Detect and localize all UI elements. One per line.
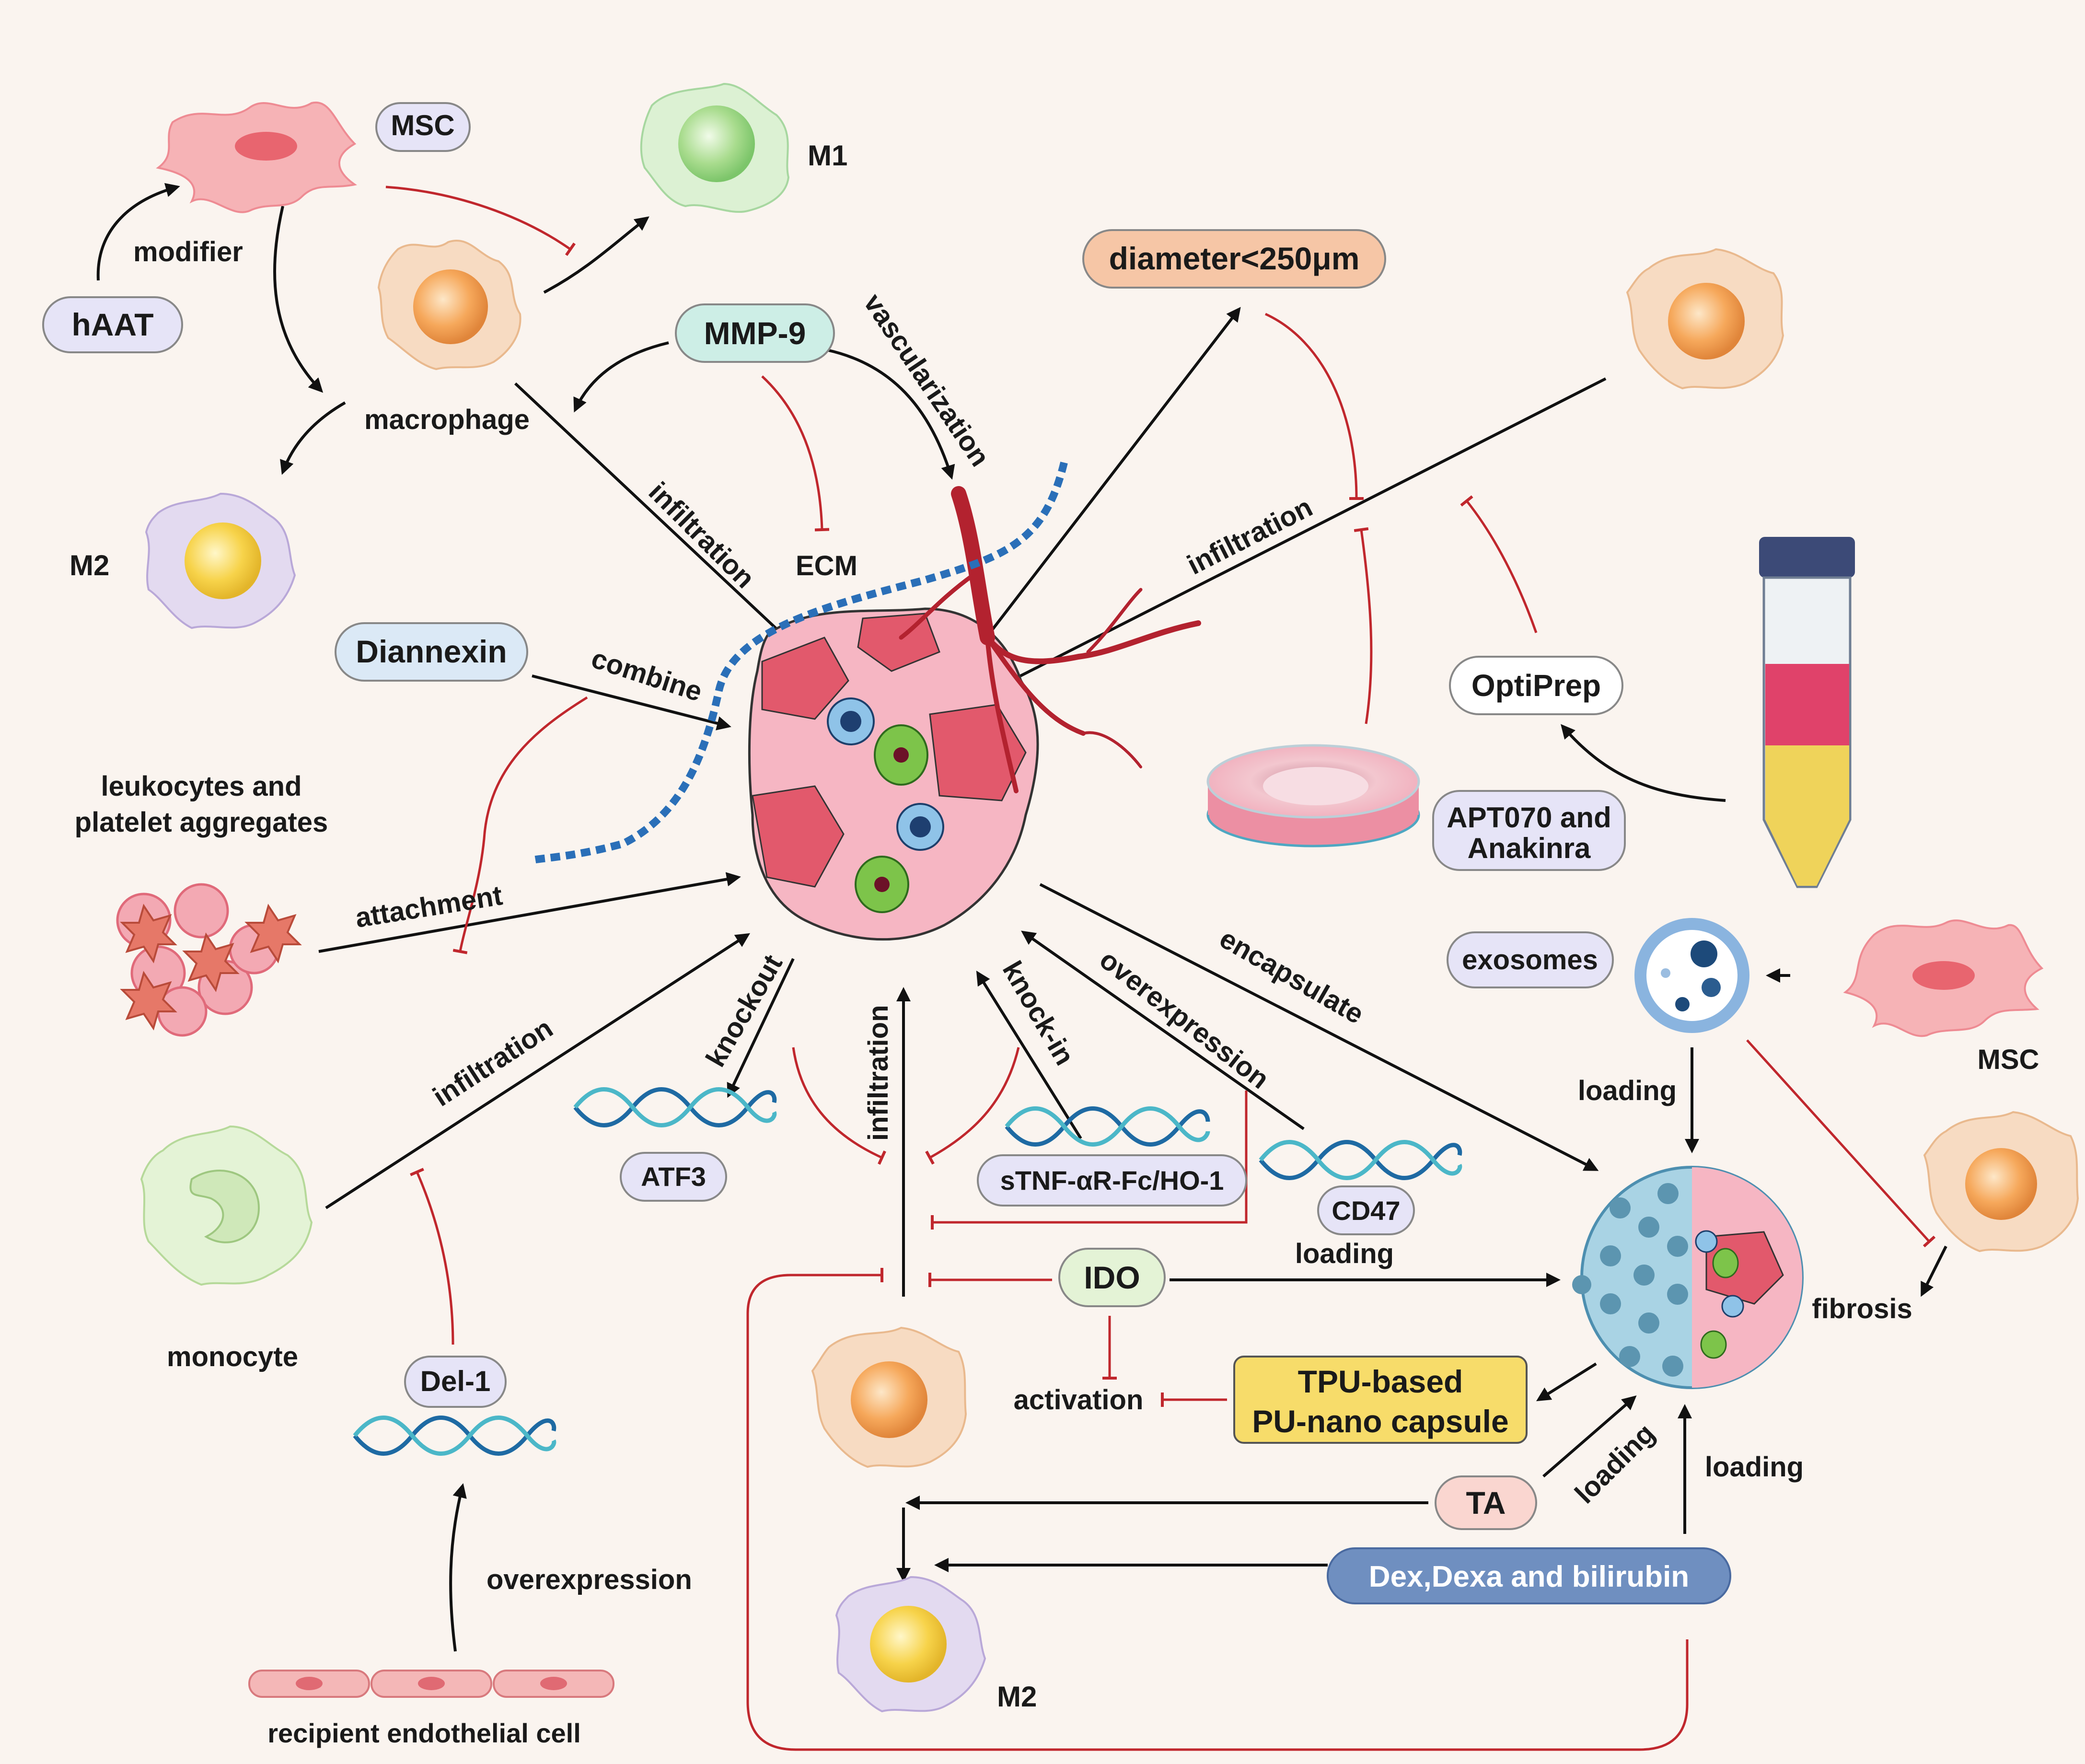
label-loading-cd47: loading <box>1295 1238 1394 1269</box>
pill-tpu-line1: TPU-based <box>1298 1364 1463 1399</box>
pill-diameter-text: diameter<250μm <box>1109 241 1360 276</box>
label-leukocytes-2: platelet aggregates <box>75 807 328 838</box>
label-m2-bottom: M2 <box>997 1681 1037 1713</box>
pill-msc-text: MSC <box>391 109 454 141</box>
pill-exosomes: exosomes <box>1447 931 1614 988</box>
label-m1: M1 <box>808 139 847 172</box>
pill-apt070-line2: Anakinra <box>1468 832 1591 864</box>
pill-tpu-line2: PU-nano capsule <box>1252 1404 1508 1439</box>
endothelial-cells <box>248 1670 614 1698</box>
pill-diannexin-text: Diannexin <box>356 634 507 669</box>
monocyte-cell <box>140 1125 313 1286</box>
pill-haat-text: hAAT <box>71 307 153 342</box>
label-recipient-endothelial: recipient endothelial cell <box>267 1718 581 1748</box>
pill-del1: Del-1 <box>404 1356 507 1408</box>
dna-atf3 <box>573 1087 777 1127</box>
pill-dex: Dex,Dexa and bilirubin <box>1327 1547 1731 1604</box>
m2-cell-top <box>145 492 296 629</box>
pill-stnf-text: sTNF-αR-Fc/HO-1 <box>1000 1165 1224 1195</box>
dna-cd47 <box>1259 1140 1462 1180</box>
ecm-fiber <box>530 462 1068 864</box>
label-modifier: modifier <box>133 236 243 267</box>
dna-helices <box>353 1087 1462 1456</box>
pill-haat: hAAT <box>42 296 183 353</box>
pill-msc: MSC <box>375 102 471 152</box>
msc-cell-right <box>1843 919 2044 1037</box>
macrophage-cell-bottom <box>811 1326 967 1468</box>
pill-atf3-text: ATF3 <box>641 1161 706 1192</box>
centrifuge-tube <box>1759 537 1855 888</box>
macrophage-cell-right <box>1626 248 1784 390</box>
m2-cell-bottom <box>835 1576 986 1713</box>
msc-cell-top <box>156 101 357 213</box>
pill-diameter: diameter<250μm <box>1082 229 1386 289</box>
label-leukocytes-1: leukocytes and <box>101 771 301 802</box>
islet-graft <box>748 607 1039 941</box>
pill-stnf: sTNF-αR-Fc/HO-1 <box>977 1154 1247 1207</box>
label-activation: activation <box>1014 1384 1144 1416</box>
label-loading-exosomes: loading <box>1578 1075 1677 1106</box>
label-ecm: ECM <box>796 550 857 581</box>
pill-del1-text: Del-1 <box>420 1365 491 1397</box>
pill-optiprep: OptiPrep <box>1449 656 1623 715</box>
encapsulated-islet <box>1572 1166 1804 1389</box>
pill-mmp9-text: MMP-9 <box>704 315 806 351</box>
pill-optiprep-text: OptiPrep <box>1471 668 1601 703</box>
label-overexpression-endothelial: overexpression <box>486 1564 692 1595</box>
dna-del1 <box>353 1416 556 1456</box>
m1-cell <box>640 82 790 213</box>
pill-ta: TA <box>1435 1475 1537 1530</box>
label-infiltration-center: infiltration <box>863 1005 894 1141</box>
label-loading-dex: loading <box>1705 1451 1804 1483</box>
pill-ido: IDO <box>1058 1248 1166 1307</box>
macrophage-cell-fibrosis <box>1923 1111 2079 1253</box>
platelet-aggregate <box>116 883 302 1037</box>
pill-cd47: CD47 <box>1317 1185 1415 1235</box>
pill-cd47-text: CD47 <box>1332 1195 1400 1226</box>
pill-apt070: APT070 and Anakinra <box>1432 790 1626 871</box>
label-fibrosis: fibrosis <box>1812 1293 1912 1324</box>
exosome-vesicle <box>1634 918 1749 1033</box>
petri-dish <box>1206 744 1420 847</box>
label-monocyte: monocyte <box>167 1341 298 1372</box>
pill-mmp9: MMP-9 <box>675 303 835 363</box>
pill-dex-text: Dex,Dexa and bilirubin <box>1369 1560 1689 1593</box>
pill-atf3: ATF3 <box>620 1152 727 1202</box>
pill-apt070-line1: APT070 and <box>1447 801 1611 834</box>
label-m2-top: M2 <box>70 549 109 581</box>
label-msc-right: MSC <box>1978 1044 2039 1075</box>
blood-vessel <box>899 486 1201 793</box>
pill-ido-text: IDO <box>1084 1260 1140 1295</box>
pill-tpu: TPU-based PU-nano capsule <box>1233 1356 1528 1444</box>
pill-diannexin: Diannexin <box>335 622 528 682</box>
label-macrophage: macrophage <box>364 404 530 435</box>
dna-stnf <box>1005 1106 1210 1147</box>
macrophage-cell-top <box>377 240 521 371</box>
pill-ta-text: TA <box>1466 1485 1506 1520</box>
inhibition-lines <box>385 186 1936 1751</box>
activation-arrows <box>96 183 1947 1652</box>
pill-exosomes-text: exosomes <box>1462 944 1598 975</box>
